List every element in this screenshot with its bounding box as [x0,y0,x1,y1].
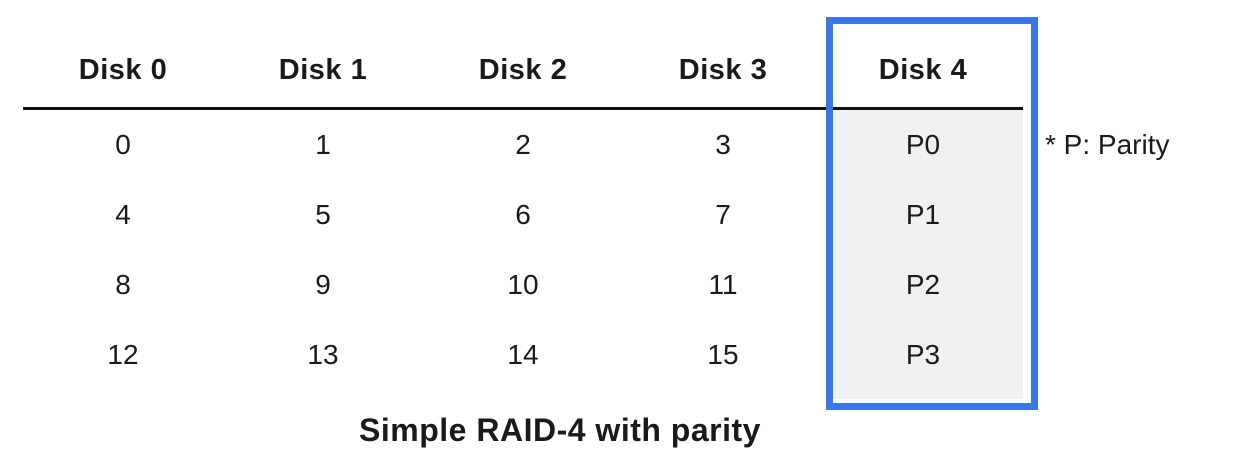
table-cell: 1 [315,129,331,160]
table-cell: 6 [515,199,531,230]
column-header-disk0: Disk 0 [78,53,168,86]
table-cell: 4 [115,199,131,230]
column-header-disk3: Disk 3 [678,53,768,86]
table-cell: 5 [315,199,331,230]
column-header-disk1: Disk 1 [278,53,368,86]
table-cell: 0 [115,129,131,160]
caption: Simple RAID-4 with parity [359,411,761,448]
table-cell: 14 [507,339,539,370]
column-header-disk2: Disk 2 [478,53,568,86]
table-cell-parity: P3 [905,339,941,370]
table-cell: 11 [708,269,738,300]
table-cell-parity: P2 [905,269,941,300]
table-cell-parity: P1 [905,199,941,230]
column-header-disk4: Disk 4 [878,53,968,86]
table-cell: 15 [707,339,739,370]
table-cell: 7 [715,199,731,230]
parity-legend: * P: Parity [1045,129,1170,160]
table-cell: 8 [115,269,131,300]
table-cell: 9 [315,269,331,300]
table-cell: 13 [307,339,339,370]
parity-column-fill [833,109,1023,399]
parity-column-highlight-box [826,17,1038,410]
table-cell-parity: P0 [905,129,941,160]
table-cell: 12 [107,339,139,370]
table-cell: 3 [715,129,731,160]
table-cell: 2 [515,129,531,160]
header-rule [23,107,1023,110]
table-cell: 10 [507,269,539,300]
